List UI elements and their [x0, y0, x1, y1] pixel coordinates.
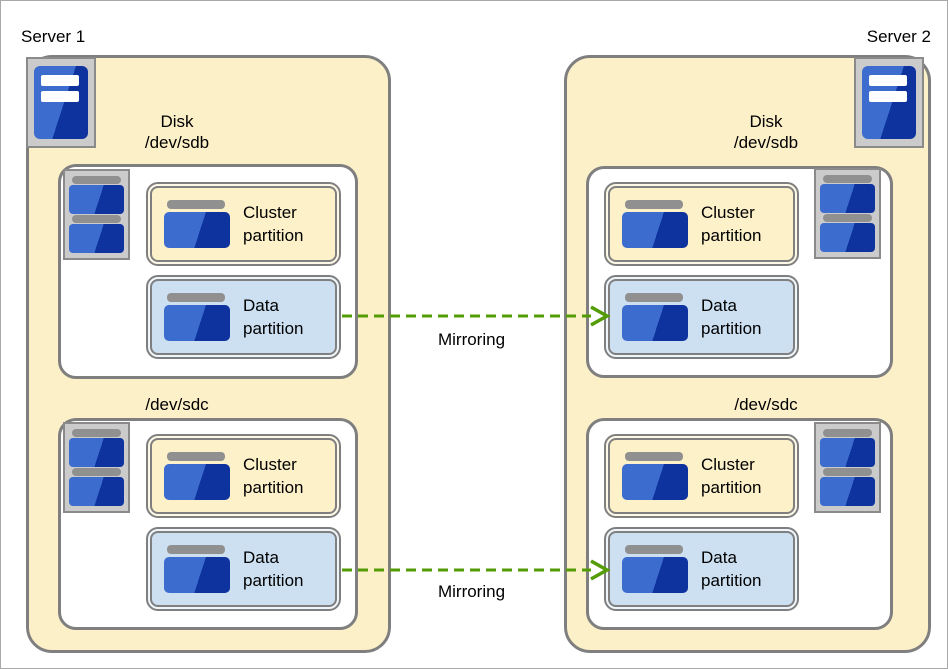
server2-sdb-data-partition: Data partition: [604, 275, 799, 359]
partition-label: Data partition: [243, 296, 304, 338]
drive-icon: [622, 452, 688, 500]
server2-sdc-cluster-partition: Cluster partition: [604, 434, 799, 518]
partition-inner: Data partition: [150, 531, 337, 607]
server1-server-icon: [26, 57, 96, 148]
partition-inner: Data partition: [608, 531, 795, 607]
drive-platter: [820, 223, 875, 252]
drive-bar: [625, 200, 683, 209]
server1-sdc-cluster-partition: Cluster partition: [146, 434, 341, 518]
drive-platter: [820, 184, 875, 213]
drive-bar: [823, 468, 872, 476]
partition-inner: Cluster partition: [608, 438, 795, 514]
drive-bar: [72, 215, 121, 223]
partition-label: Cluster partition: [243, 203, 304, 245]
server1-disk-sdb-label: Disk /dev/sdb: [144, 112, 210, 152]
partition-label: Data partition: [701, 548, 762, 590]
server2-sdb-disk-icon: [814, 168, 881, 259]
drive-platter: [164, 557, 230, 593]
server2-label: Server 2: [866, 27, 931, 46]
server1-sdb-disk-icon: [63, 169, 130, 260]
server1-sdb-data-partition: Data partition: [146, 275, 341, 359]
server2-sdb-cluster-partition: Cluster partition: [604, 182, 799, 266]
partition-inner: Cluster partition: [150, 438, 337, 514]
drive-bar: [625, 545, 683, 554]
server1-disk-sdc-label: /dev/sdc: [145, 395, 209, 414]
drive-platter: [622, 464, 688, 500]
drive-platter: [164, 305, 230, 341]
drive-platter: [622, 305, 688, 341]
drive-bar: [823, 214, 872, 222]
drive-platter: [622, 212, 688, 248]
drive-platter: [69, 185, 124, 214]
partition-label: Data partition: [243, 548, 304, 590]
mirroring-label-2: Mirroring: [437, 582, 506, 601]
drive-platter: [820, 477, 875, 506]
server-icon-body: [862, 66, 916, 139]
drive-platter: [164, 212, 230, 248]
drive-platter: [820, 438, 875, 467]
server1-sdc-disk-icon: [63, 422, 130, 513]
drive-bar: [72, 176, 121, 184]
mirroring-arrow-1: [342, 305, 611, 327]
server1-sdc-data-partition: Data partition: [146, 527, 341, 611]
server-slot-bar: [869, 91, 907, 102]
server-slot-bar: [41, 75, 79, 86]
drive-platter: [69, 477, 124, 506]
drive-platter: [164, 464, 230, 500]
server2-disk-sdb-label: Disk /dev/sdb: [733, 112, 799, 152]
partition-label: Cluster partition: [243, 455, 304, 497]
server1-label: Server 1: [21, 27, 86, 46]
drive-platter: [69, 224, 124, 253]
drive-bar: [72, 429, 121, 437]
server-slot-bar: [41, 91, 79, 102]
drive-icon: [164, 452, 230, 500]
partition-label: Data partition: [701, 296, 762, 338]
mirroring-arrow-2: [342, 559, 611, 581]
server1-sdb-cluster-partition: Cluster partition: [146, 182, 341, 266]
drive-bar: [625, 452, 683, 461]
drive-bar: [167, 452, 225, 461]
partition-inner: Cluster partition: [608, 186, 795, 262]
drive-icon: [164, 545, 230, 593]
server-icon-body: [34, 66, 88, 139]
server2-sdc-disk-icon: [814, 422, 881, 513]
mirroring-label-1: Mirroring: [437, 330, 506, 349]
drive-bar: [823, 175, 872, 183]
partition-inner: Data partition: [608, 279, 795, 355]
drive-icon: [164, 293, 230, 341]
drive-icon: [164, 200, 230, 248]
partition-inner: Cluster partition: [150, 186, 337, 262]
drive-bar: [823, 429, 872, 437]
drive-bar: [625, 293, 683, 302]
drive-platter: [69, 438, 124, 467]
drive-bar: [167, 545, 225, 554]
drive-icon: [622, 200, 688, 248]
drive-icon: [622, 545, 688, 593]
server2-server-icon: [854, 57, 924, 148]
drive-bar: [72, 468, 121, 476]
server2-sdc-data-partition: Data partition: [604, 527, 799, 611]
drive-bar: [167, 200, 225, 209]
drive-platter: [622, 557, 688, 593]
partition-label: Cluster partition: [701, 455, 762, 497]
server2-disk-sdc-label: /dev/sdc: [734, 395, 798, 414]
drive-bar: [167, 293, 225, 302]
partition-label: Cluster partition: [701, 203, 762, 245]
partition-inner: Data partition: [150, 279, 337, 355]
server-slot-bar: [869, 75, 907, 86]
drive-icon: [622, 293, 688, 341]
